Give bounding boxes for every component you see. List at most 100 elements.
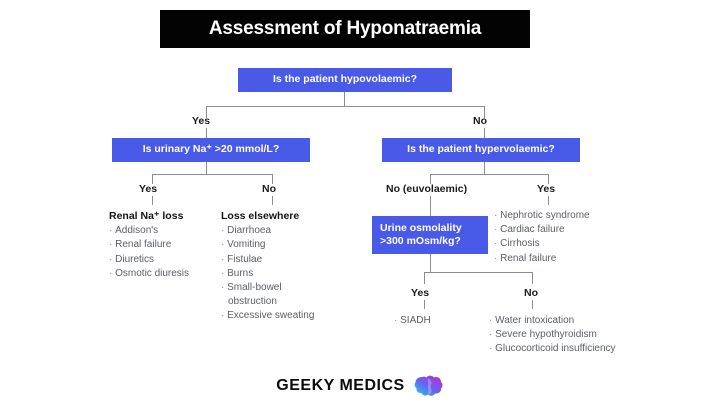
list-item: · Renal failure (494, 252, 590, 266)
urine-osmolality-line-1: Urine osmolality (380, 221, 462, 234)
list-item: · Osmotic diuresis (109, 267, 189, 281)
branch-label-hypervolaemic-no: No (euvolaemic) (386, 183, 468, 195)
outcome-list-renal-sodium-loss: Renal Na⁺ loss · Addison's · Renal failu… (109, 209, 189, 281)
branch-label-root-no: No (473, 115, 487, 127)
decision-node-urinary-sodium[interactable]: Is urinary Na⁺ >20 mmol/L? (112, 138, 310, 162)
outcome-list-loss-elsewhere: Loss elsewhere · Diarrhoea · Vomiting · … (221, 209, 314, 324)
bullet-glyph: · (489, 329, 493, 341)
connector-osmolality-no-drop (532, 272, 533, 284)
branch-label-hypervolaemic-yes: Yes (537, 183, 556, 195)
list-heading: Renal Na⁺ loss (109, 210, 184, 222)
list-item: · Excessive sweating (221, 309, 314, 323)
connector-osmolality-yes-drop (424, 272, 425, 284)
list-item-label: Nephrotic syndrome (500, 210, 590, 221)
list-item: · Nephrotic syndrome (494, 209, 590, 223)
bullet-glyph: · (221, 253, 225, 265)
decision-node-hypervolaemic[interactable]: Is the patient hypervolaemic? (382, 138, 580, 162)
list-item: · Burns (221, 267, 314, 281)
decision-node-urine-osmolality[interactable]: Urine osmolality >300 mOsm/kg? (372, 216, 488, 254)
list-item-label: Small-bowel (227, 282, 282, 294)
urine-osmolality-line-2: >300 mOsm/kg? (380, 235, 461, 247)
connector-osmolality-stem (430, 254, 431, 272)
connector-to-urine-osmolality (430, 196, 431, 216)
list-item-label: Addison's (115, 225, 159, 237)
bullet-glyph: · (109, 253, 113, 265)
connector-root-bar (206, 106, 484, 107)
outcome-list-hypervolaemic-causes: · Nephrotic syndrome · Cardiac failure ·… (494, 209, 590, 266)
connector-osmolality-yes-tail (424, 300, 425, 309)
list-item-label: Vomiting (227, 239, 266, 251)
connector-no-to-hypervolaemic (484, 128, 485, 138)
list-item-label: Severe hypothyroidism (495, 329, 597, 341)
list-item-label: SIADH (400, 315, 431, 326)
page-title: Assessment of Hyponatraemia (208, 18, 482, 39)
bullet-glyph: · (494, 224, 498, 236)
outcome-list-euvolaemic-other-causes: · Water intoxication · Severe hypothyroi… (489, 314, 616, 357)
connector-yes-to-urinary (206, 128, 207, 138)
branch-label-root-yes: Yes (192, 115, 211, 127)
connector-osmolality-bar (424, 272, 532, 273)
bullet-glyph: · (221, 310, 225, 322)
bullet-glyph: · (109, 225, 113, 237)
branch-label-urinary-yes: Yes (139, 183, 158, 195)
bullet-glyph: · (489, 315, 493, 326)
list-item: · Glucocorticoid insufficiency (489, 342, 616, 356)
branch-label-urinary-no: No (262, 183, 276, 195)
list-item: · Vomiting (221, 238, 314, 252)
connector-osmolality-no-tail (532, 300, 533, 309)
list-item-label: Renal failure (115, 239, 172, 251)
list-item: · Fistulae (221, 253, 314, 267)
branch-label-osmolality-yes: Yes (411, 287, 430, 299)
list-item: · SIADH (394, 314, 431, 328)
bullet-glyph: · (494, 238, 498, 250)
list-item: · Diarrhoea (221, 224, 314, 238)
list-item-continuation: obstruction (221, 295, 314, 309)
bullet-glyph: · (494, 210, 498, 221)
connector-root-yes-drop (206, 106, 207, 118)
connector-urinary-yes-drop (152, 174, 153, 184)
brand-name: GEEKY MEDICS (276, 377, 405, 394)
connector-urinary-no-drop (272, 174, 273, 184)
list-item: · Small-bowel (221, 281, 314, 295)
connector-hypervolaemic-yes-drop (548, 174, 549, 184)
bullet-glyph: · (494, 252, 498, 264)
connector-hypervolaemic-yes-tail (548, 196, 549, 205)
decision-node-hypovolaemic[interactable]: Is the patient hypovolaemic? (238, 68, 452, 92)
outcome-list-siadh: · SIADH (394, 314, 431, 328)
connector-hypervolaemic-no-drop (430, 174, 431, 184)
bullet-glyph: · (489, 343, 493, 355)
brain-icon (414, 374, 444, 398)
list-item-label: Fistulae (227, 253, 263, 265)
connector-urinary-yes-tail (152, 196, 153, 205)
connector-root-stem (344, 92, 345, 106)
list-item: · Water intoxication (489, 314, 616, 328)
list-item: · Renal failure (109, 238, 189, 252)
connector-urinary-stem (206, 162, 207, 174)
list-item-label: Osmotic diuresis (115, 267, 190, 279)
connector-urinary-no-tail (272, 196, 273, 205)
list-item: · Cardiac failure (494, 223, 590, 237)
bullet-glyph: · (221, 239, 225, 251)
list-heading: Loss elsewhere (221, 210, 300, 222)
connector-urinary-bar (152, 174, 272, 175)
list-item-label: Glucocorticoid insufficiency (495, 343, 616, 355)
bullet-glyph: · (109, 239, 113, 251)
list-item-label: Diuretics (115, 253, 155, 265)
list-item-label: Burns (227, 267, 254, 279)
list-item-label: Cirrhosis (500, 238, 540, 250)
list-item-label: Diarrhoea (227, 225, 272, 237)
bullet-glyph: · (109, 267, 113, 279)
page-title-bar: Assessment of Hyponatraemia (160, 10, 530, 48)
bullet-glyph: · (221, 225, 225, 237)
connector-hypervolaemic-bar (430, 174, 548, 175)
list-item-label: Water intoxication (495, 315, 575, 326)
list-item-label: Renal failure (500, 252, 557, 264)
list-item-label: Cardiac failure (500, 224, 565, 236)
bullet-glyph: · (221, 282, 225, 294)
list-item-label: obstruction (228, 296, 277, 308)
bullet-glyph: · (221, 267, 225, 279)
connector-root-no-drop (484, 106, 485, 118)
list-item: · Addison's (109, 224, 189, 238)
bullet-glyph: · (394, 315, 398, 326)
